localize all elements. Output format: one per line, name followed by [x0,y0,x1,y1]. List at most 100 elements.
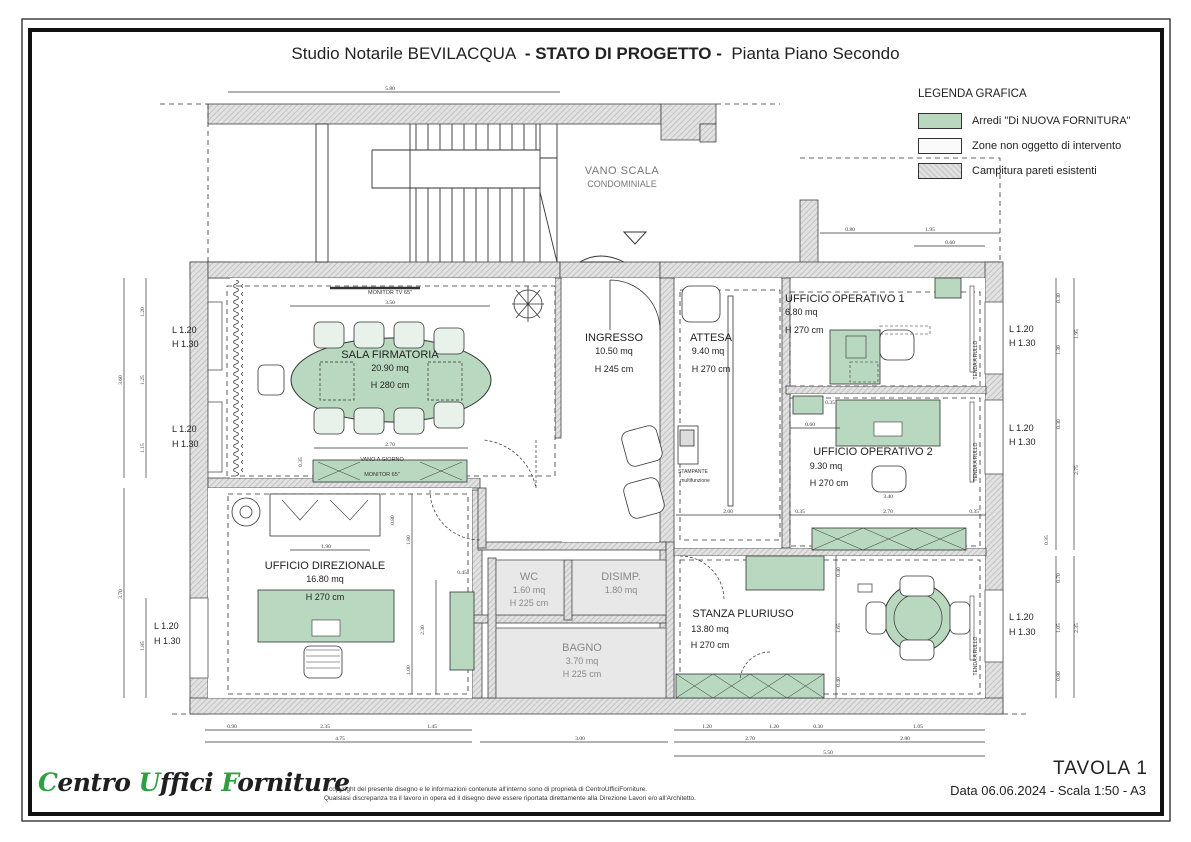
dim-i5: 1.00 [406,665,412,675]
note-tenda-1: TENDA A RULLO [973,340,979,379]
dim-top: 5.80 [385,86,395,92]
dim-i6: 0.40 [836,567,842,577]
dim-r1: 0.30 [1056,293,1062,303]
dim-r3: 1.30 [1056,345,1062,355]
note-monitor-tv: MONITOR TV 65" [368,290,412,296]
curtain [231,280,243,476]
dim-rt-a: 0.80 [845,227,855,233]
win1-l: L 1.20 [172,325,197,335]
sheet-number: TAVOLA 1 [1053,758,1148,779]
dim-wc-gap: 0.45 [457,570,467,576]
arrow-down-icon [622,231,648,245]
room-wc-height: H 225 cm [510,598,549,608]
dim-b12: 5.50 [823,750,833,756]
room-ingresso-area: 10.50 mq [595,346,633,356]
room-bagno-height: H 225 cm [563,669,602,679]
dim-attesa: 2.00 [723,509,733,515]
room-ingresso-name: INGRESSO [585,332,644,344]
chairs-ingresso [621,425,665,519]
room-stanza-height: H 270 cm [691,640,730,650]
room-sala-area: 20.90 mq [371,363,409,373]
room-uo2-height: H 270 cm [810,478,849,488]
dim-i1: 0.35 [298,457,304,467]
room-uo2-name: UFFICIO OPERATIVO 2 [813,446,933,458]
date-scale: Data 06.06.2024 - Scala 1:50 - A3 [950,783,1146,798]
room-disimp-area: 1.80 mq [605,585,638,595]
legend-label: Campitura pareti esistenti [972,164,1097,177]
dim-b8: 0.30 [813,724,823,730]
tv-cabinet [312,459,468,483]
note-vano-giorno: VANO A GIORNO [360,457,404,463]
dim-b10: 2.70 [745,736,755,742]
dim-r5: 2.75 [1074,465,1080,475]
chairs-sala [257,321,465,435]
copyright-line-1: Il copyright del presente disegno e le i… [324,786,648,793]
dim-b11: 2.80 [900,736,910,742]
room-dir-area: 16.80 mq [306,574,344,584]
legend-title: LEGENDA GRAFICA [918,88,1027,100]
win3-l: L 1.20 [154,621,179,631]
note-tenda-3: TENDA A RULLO [973,636,979,675]
room-attesa-area: 9.40 mq [692,346,725,356]
dim-rt-c: 0.60 [945,240,955,246]
title-stato: - STATO DI PROGETTO - [524,44,722,63]
green-swatch [918,112,962,129]
dimension-lines [123,91,1075,757]
room-stanza-area: 13.80 mq [691,624,729,634]
dim-r4: 0.30 [1056,419,1062,429]
dim-uo2-a: 0.60 [805,422,815,428]
note-tenda-2: TENDA A RULLO [973,442,979,481]
dim-sala-w: 3.50 [385,300,395,306]
dim-b9: 1.05 [913,724,923,730]
title-pianta: Pianta Piano Secondo [731,44,900,63]
dim-sala-b: 2.70 [385,442,395,448]
room-uo2-area: 9.30 mq [810,461,843,471]
dim-row-c: 0.35 [969,509,979,515]
legend-label: Arredi "Di NUOVA FORNITURA" [972,114,1131,127]
dim-l3: 1.25 [140,375,146,385]
win2-l: L 1.20 [172,424,197,434]
win3-h: H 1.30 [154,636,181,646]
drawing-title: Studio Notarile BEVILACQUA - STATO DI PR… [0,44,1191,64]
dim-l1: 3.60 [118,375,124,385]
stair-label-2: CONDOMINIALE [587,179,657,189]
room-sala-height: H 280 cm [371,380,410,390]
sofa [269,493,381,537]
win1-h: H 1.30 [172,339,199,349]
copyright-note: Il copyright del presente disegno e le i… [324,785,744,803]
stair-label-1: VANO SCALA [585,165,660,177]
company-logo: Centro Uffici Forniture [38,768,350,797]
dim-b1: 0.90 [227,724,237,730]
room-attesa-height: H 270 cm [692,364,731,374]
legend-item: Campitura pareti esistenti [918,158,1158,183]
zones-not-in-scope [495,559,667,699]
staircase [315,123,625,263]
dim-r9: 0.80 [1056,671,1062,681]
dim-b3: 1.45 [427,724,437,730]
cabinets-pluriuso [675,673,825,699]
win6-h: H 1.30 [1009,627,1036,637]
hatch-swatch [918,162,962,179]
room-stanza-name: STANZA PLURIUSO [692,608,794,620]
dim-i4: 2.30 [420,625,426,635]
plant-icon [512,286,544,322]
outer-frame [21,18,1171,822]
dim-uo2-w: 3.40 [883,494,893,500]
room-uo1-area: 6.80 mq [785,307,818,317]
note-monitor: MONITOR 65" [364,472,400,478]
inner-frame [28,28,1164,816]
room-sala-name: SALA FIRMATORIA [341,349,439,361]
dim-l2: 1.20 [140,307,146,317]
dim-r7: 0.70 [1056,573,1062,583]
dim-r10: 1.05 [1056,623,1062,633]
dim-r6: 0.35 [1044,535,1050,545]
title-studio: Studio Notarile BEVILACQUA [291,44,516,63]
dim-b6: 1.20 [702,724,712,730]
dim-b5: 3.00 [575,736,585,742]
legend-label: Zone non oggetto di intervento [972,139,1122,152]
room-uo1-name: UFFICIO OPERATIVO 1 [785,293,905,305]
dim-i2: 0.80 [390,515,396,525]
dim-b4: 4.75 [335,736,345,742]
room-disimp-name: DISIMP. [601,571,641,583]
